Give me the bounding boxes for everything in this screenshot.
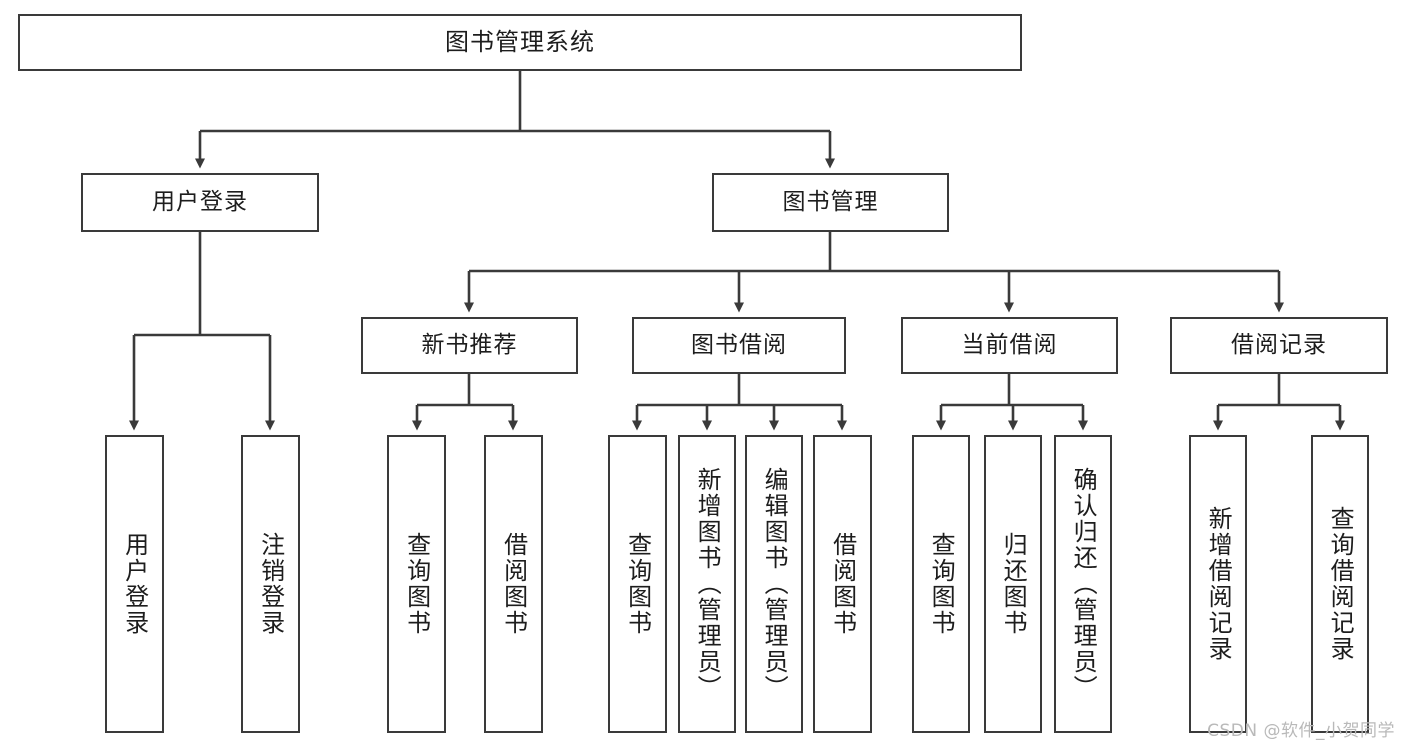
node-label: 查询图书 — [927, 532, 956, 636]
node-level2-book-management[interactable]: 图书管理 — [712, 173, 949, 232]
node-leaf-query-book-borrow[interactable]: 查询图书 — [608, 435, 667, 733]
node-leaf-borrow-book-recommend[interactable]: 借阅图书 — [484, 435, 543, 733]
node-label: 借阅图书 — [499, 532, 528, 636]
node-leaf-add-book-admin[interactable]: 新增图书（管理员） — [678, 435, 736, 733]
watermark: CSDN @软件_小贺同学 — [1207, 721, 1395, 741]
node-label: 新增图书（管理员） — [693, 467, 722, 701]
node-leaf-query-book-recommend[interactable]: 查询图书 — [387, 435, 446, 733]
node-level3-book-borrow[interactable]: 图书借阅 — [632, 317, 846, 374]
node-leaf-return-book[interactable]: 归还图书 — [984, 435, 1042, 733]
node-label: 查询借阅记录 — [1326, 506, 1355, 662]
node-label: 借阅记录 — [1231, 331, 1327, 358]
node-label: 新增借阅记录 — [1204, 506, 1233, 662]
node-level3-borrow-record[interactable]: 借阅记录 — [1170, 317, 1388, 374]
node-label: 当前借阅 — [961, 331, 1058, 358]
node-level3-new-book-recommend[interactable]: 新书推荐 — [361, 317, 578, 374]
node-label: 新书推荐 — [421, 331, 518, 358]
node-label: 编辑图书（管理员） — [760, 467, 789, 701]
node-leaf-confirm-return-admin[interactable]: 确认归还（管理员） — [1054, 435, 1112, 733]
node-label: 查询图书 — [402, 532, 431, 636]
node-leaf-query-book-current[interactable]: 查询图书 — [912, 435, 970, 733]
node-root[interactable]: 图书管理系统 — [18, 14, 1022, 71]
node-label: 图书借阅 — [691, 331, 787, 358]
node-label: 确认归还（管理员） — [1069, 467, 1098, 701]
node-level2-user-login[interactable]: 用户登录 — [81, 173, 319, 232]
node-label: 用户登录 — [152, 188, 248, 215]
node-level3-current-borrow[interactable]: 当前借阅 — [901, 317, 1118, 374]
node-label: 借阅图书 — [828, 532, 857, 636]
node-label: 注销登录 — [256, 532, 285, 636]
node-leaf-user-login[interactable]: 用户登录 — [105, 435, 164, 733]
node-leaf-edit-book-admin[interactable]: 编辑图书（管理员） — [745, 435, 803, 733]
node-label: 归还图书 — [999, 532, 1028, 636]
node-label: 查询图书 — [623, 532, 652, 636]
node-leaf-borrow-book[interactable]: 借阅图书 — [813, 435, 872, 733]
node-label: 用户登录 — [120, 532, 149, 636]
node-leaf-logout[interactable]: 注销登录 — [241, 435, 300, 733]
node-label: 图书管理 — [782, 188, 879, 215]
node-label: 图书管理系统 — [445, 28, 595, 57]
node-leaf-query-borrow-record[interactable]: 查询借阅记录 — [1311, 435, 1369, 733]
node-leaf-add-borrow-record[interactable]: 新增借阅记录 — [1189, 435, 1247, 733]
